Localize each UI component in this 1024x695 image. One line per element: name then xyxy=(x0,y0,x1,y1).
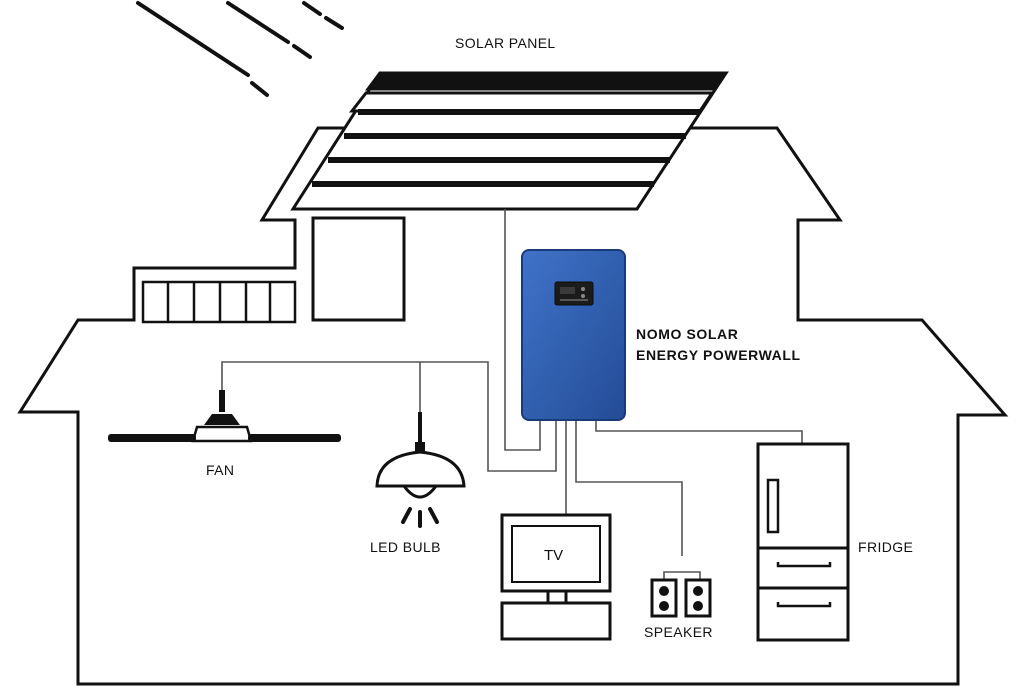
wall-vent xyxy=(141,280,297,324)
attic-window xyxy=(311,216,406,322)
led-bulb-lamp xyxy=(375,412,466,528)
house-outline xyxy=(17,126,1009,686)
speakers xyxy=(650,571,712,618)
powerwall-label-line2: ENERGY POWERWALL xyxy=(636,347,801,363)
fridge-label: FRIDGE xyxy=(858,539,913,555)
wiring xyxy=(221,209,803,556)
solar-panel xyxy=(290,71,729,211)
powerwall-label-line1: NOMO SOLAR xyxy=(636,326,738,342)
ceiling-fan xyxy=(108,390,341,443)
led-bulb-label: LED BULB xyxy=(370,539,441,555)
solar-panel-label: SOLAR PANEL xyxy=(455,35,556,51)
speaker-label: SPEAKER xyxy=(644,624,713,640)
nomo-powerwall xyxy=(521,249,626,421)
tv-label: TV xyxy=(544,547,563,564)
fridge xyxy=(756,442,850,642)
sun-rays xyxy=(136,1,344,97)
fan-label: FAN xyxy=(206,462,234,478)
tv xyxy=(500,513,612,641)
